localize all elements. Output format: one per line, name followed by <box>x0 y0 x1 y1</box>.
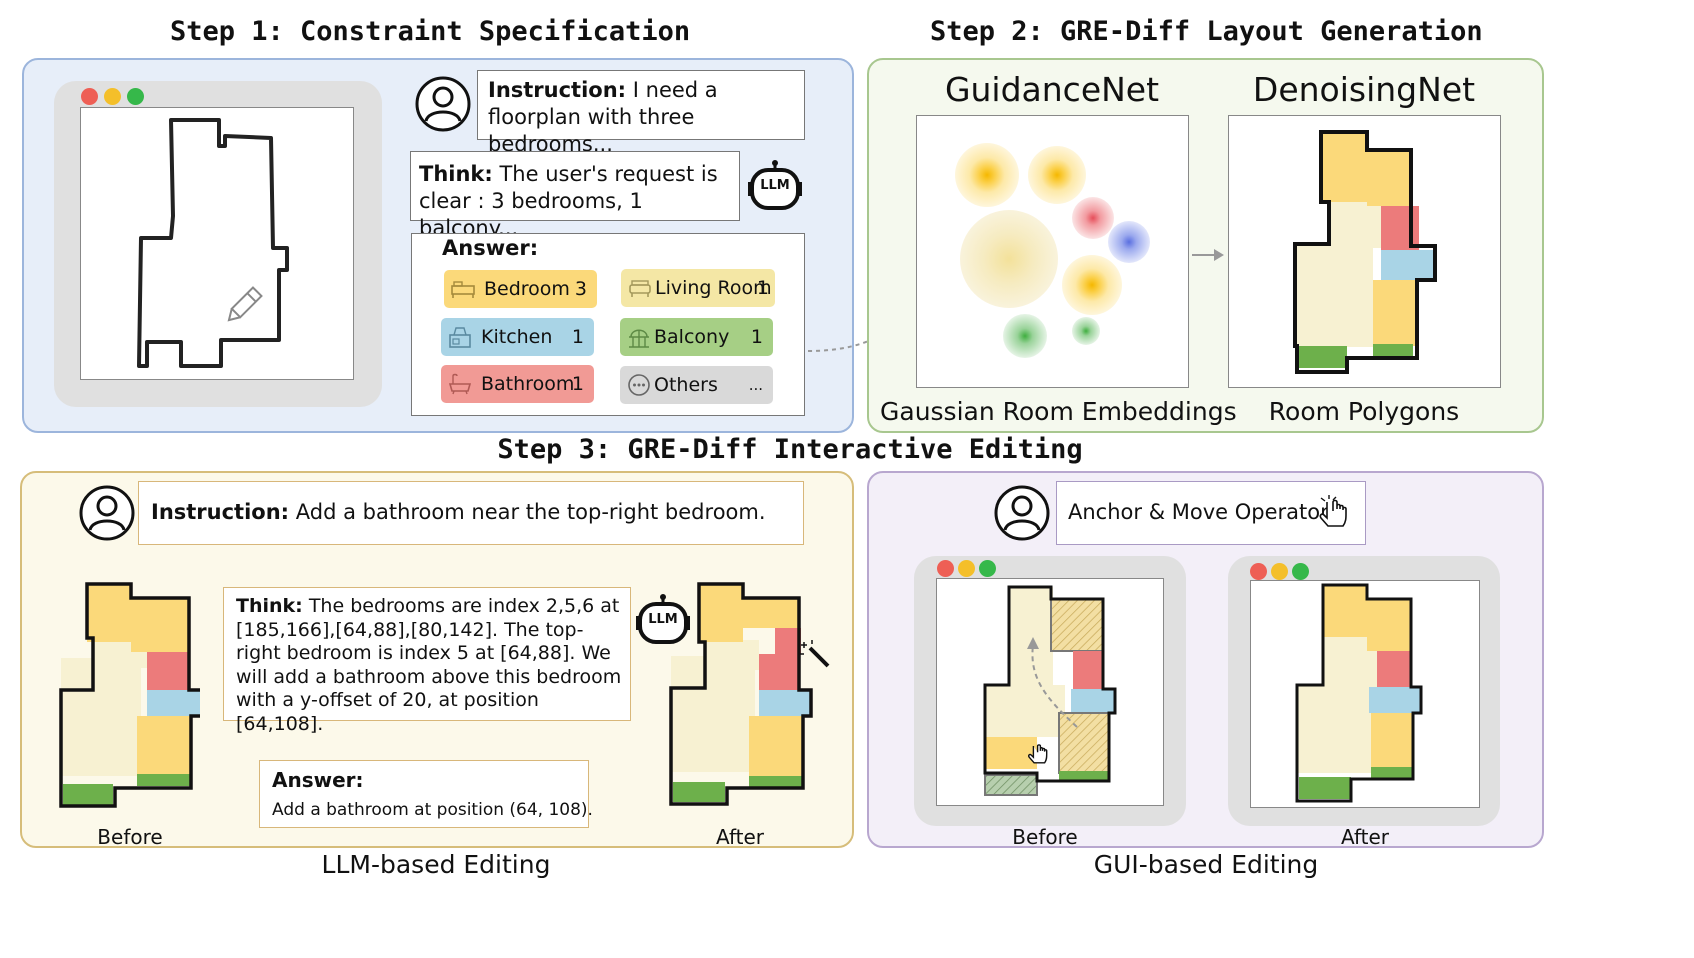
window-minimize-dot <box>958 560 975 577</box>
answer-text: Add a bathroom at position (64, 108). <box>272 800 593 820</box>
llm-editing-caption: LLM-based Editing <box>321 850 551 879</box>
room-chip-count: 1 <box>750 326 763 348</box>
step3-title: Step 3: GRE-Diff Interactive Editing <box>497 434 1083 465</box>
instruction-label: Instruction: <box>488 78 627 102</box>
step2-title: Step 2: GRE-Diff Layout Generation <box>930 16 1483 47</box>
room-chip-bathroom[interactable]: Bathroom 1 <box>441 365 594 403</box>
window-close-dot <box>1250 563 1267 580</box>
after-label: After <box>715 825 765 849</box>
user-icon <box>994 485 1050 541</box>
room-chip-bedroom[interactable]: Bedroom 3 <box>444 270 597 308</box>
instruction-text: Add a bathroom near the top-right bedroo… <box>295 500 766 524</box>
gui-after-canvas[interactable] <box>1250 580 1480 808</box>
instruction-label: Instruction: <box>151 500 290 524</box>
room-chip-name: Others <box>654 374 718 396</box>
after-floorplan <box>669 582 813 806</box>
gaussian-blobs <box>955 143 1150 358</box>
pointer-hand-icon <box>1319 495 1347 527</box>
room-chip-name: Bedroom <box>484 278 570 300</box>
before-label: Before <box>97 825 163 849</box>
edit-think-box: Think: The bedrooms are index 2,5,6 at [… <box>223 587 631 735</box>
arrow-right-icon <box>1192 249 1224 261</box>
room-chip-name: Living Room <box>655 277 772 299</box>
think-box: Think: The user's request is clear : 3 b… <box>410 151 740 240</box>
denoisingnet-title: DenoisingNet <box>1252 70 1476 109</box>
room-chip-count: 3 <box>574 278 587 300</box>
window-close-dot <box>81 88 98 105</box>
before-editing-floorplan <box>983 585 1117 796</box>
polygons-caption: Room Polygons <box>1268 397 1460 426</box>
pencil-icon <box>227 286 263 322</box>
room-chip-count: ... <box>748 376 763 394</box>
gui-before-canvas[interactable] <box>936 578 1164 806</box>
room-chip-balcony[interactable]: Balcony 1 <box>620 318 773 356</box>
edit-instruction-box: Instruction: Add a bathroom near the top… <box>138 481 804 545</box>
room-chip-count: 1 <box>571 326 584 348</box>
after-editing-floorplan <box>1295 583 1423 803</box>
room-chip-living-room[interactable]: Living Room 1 <box>621 269 775 307</box>
gaussian-caption: Gaussian Room Embeddings <box>880 397 1237 426</box>
room-chip-name: Balcony <box>654 326 730 348</box>
window-maximize-dot <box>127 88 144 105</box>
llm-label: LLM <box>648 612 678 627</box>
think-label: Think: <box>236 595 303 617</box>
user-icon <box>79 485 135 541</box>
room-chip-name: Bathroom <box>481 373 575 395</box>
think-text: The bedrooms are index 2,5,6 at [185,166… <box>236 595 622 735</box>
room-polygons-canvas <box>1228 115 1501 388</box>
window-maximize-dot <box>979 560 996 577</box>
robot-icon <box>748 160 802 210</box>
user-icon <box>415 76 471 132</box>
window-minimize-dot <box>104 88 121 105</box>
think-label: Think: <box>419 162 493 186</box>
balcony-icon <box>629 329 649 348</box>
answer-label: Answer: <box>272 768 364 792</box>
kitchen-icon <box>449 327 471 348</box>
step1-title: Step 1: Constraint Specification <box>170 16 691 47</box>
gui-after-label: After <box>1340 825 1390 849</box>
room-chip-count: 1 <box>756 277 769 299</box>
window-maximize-dot <box>1292 563 1309 580</box>
operator-box[interactable]: Anchor & Move Operator <box>1056 481 1366 545</box>
robot-icon <box>636 594 690 644</box>
before-floorplan <box>59 582 200 808</box>
edit-answer-box: Answer: Add a bathroom at position (64, … <box>259 760 593 828</box>
gui-editing-caption: GUI-based Editing <box>1093 850 1319 879</box>
gaussian-embedding-canvas <box>916 115 1189 388</box>
gui-before-label: Before <box>1012 825 1078 849</box>
window-minimize-dot <box>1271 563 1288 580</box>
room-chip-kitchen[interactable]: Kitchen 1 <box>441 318 594 356</box>
magic-wand-icon <box>800 640 830 668</box>
room-chip-others[interactable]: Others ... <box>620 366 773 404</box>
floorplan-sketch <box>137 118 289 368</box>
operator-text: Anchor & Move Operator <box>1068 500 1329 524</box>
room-chip-name: Kitchen <box>481 326 553 348</box>
guidancenet-title: GuidanceNet <box>944 70 1160 109</box>
instruction-box: Instruction: I need a floorplan with thr… <box>477 70 805 156</box>
llm-label: LLM <box>760 178 790 193</box>
pointer-hand-icon <box>1028 744 1048 764</box>
sofa-icon <box>629 280 651 297</box>
sketch-canvas[interactable] <box>80 107 354 380</box>
bathtub-icon <box>448 373 472 395</box>
floorplan-polygons <box>1293 130 1437 374</box>
more-icon <box>628 374 650 396</box>
room-chip-count: 1 <box>571 373 584 395</box>
bed-icon <box>451 281 475 298</box>
window-close-dot <box>937 560 954 577</box>
answer-label: Answer: <box>442 236 539 260</box>
